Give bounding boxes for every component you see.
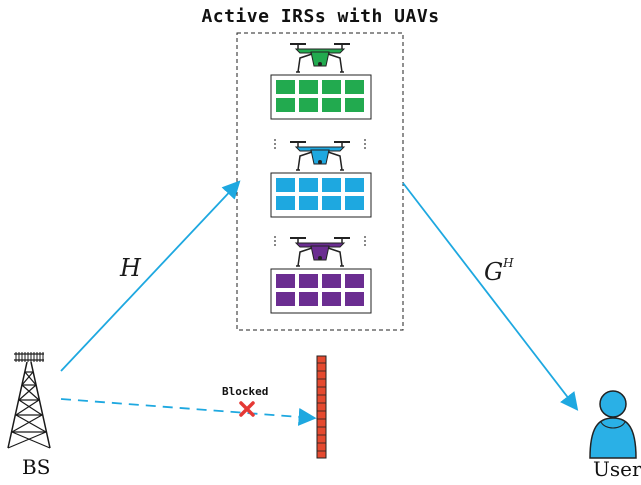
channel-label-g: GH — [484, 256, 514, 286]
irs-element — [322, 98, 341, 112]
user-icon — [589, 390, 637, 459]
channel-label-g-base: G — [484, 258, 504, 286]
link-bs-to-irs — [60, 180, 241, 372]
irs-element — [322, 80, 341, 94]
drone-icon — [290, 237, 350, 267]
channel-label-g-superscript: H — [503, 256, 514, 270]
irs-element — [299, 292, 318, 306]
irs-element — [276, 80, 295, 94]
channel-label-h: H — [120, 254, 141, 282]
irs-element — [276, 274, 295, 288]
irs-element — [299, 98, 318, 112]
irs-element — [322, 196, 341, 210]
irs-element — [276, 292, 295, 306]
irs-element — [276, 178, 295, 192]
irs-panel — [270, 172, 372, 218]
ellipsis-dots — [274, 139, 366, 246]
link-bs-blocked — [60, 398, 317, 426]
irs-element — [322, 274, 341, 288]
cell-tower-icon — [7, 352, 51, 449]
irs-element — [345, 98, 364, 112]
irs-element — [322, 292, 341, 306]
irs-element — [299, 80, 318, 94]
irs-panel — [270, 268, 372, 314]
irs-element — [299, 274, 318, 288]
blocked-label: Blocked — [222, 385, 269, 398]
link-irs-to-user — [402, 182, 579, 411]
irs-element — [299, 178, 318, 192]
x-mark-icon — [239, 401, 255, 417]
drone-icon — [290, 43, 350, 73]
irs-element — [299, 196, 318, 210]
obstacle-wall — [316, 355, 327, 459]
bs-label: BS — [22, 455, 51, 479]
irs-element — [345, 196, 364, 210]
irs-element — [322, 178, 341, 192]
irs-element — [345, 292, 364, 306]
irs-panel — [270, 74, 372, 120]
irs-element — [276, 196, 295, 210]
diagram-title: Active IRSs with UAVs — [201, 6, 440, 27]
irs-element — [345, 274, 364, 288]
irs-element — [345, 178, 364, 192]
drone-icon — [290, 141, 350, 171]
user-label: User — [593, 457, 641, 481]
irs-element — [276, 98, 295, 112]
irs-element — [345, 80, 364, 94]
